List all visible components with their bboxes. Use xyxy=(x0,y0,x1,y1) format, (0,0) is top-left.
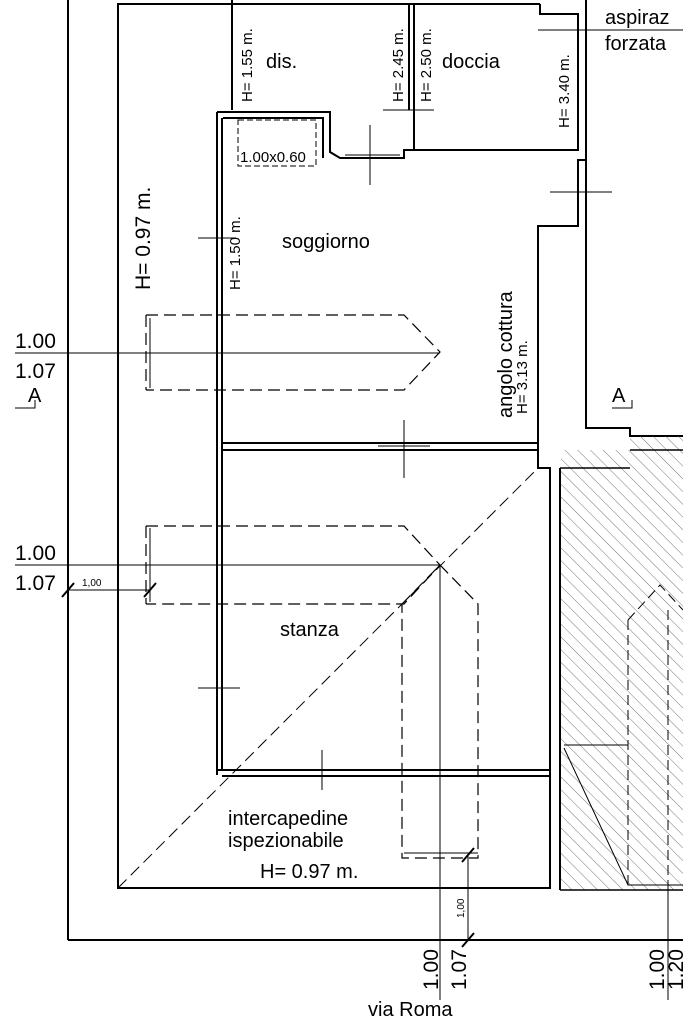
dim-left-bottom-b: 1.07 xyxy=(15,572,56,595)
street-label: via Roma xyxy=(368,999,453,1021)
room-label-angolo-cottura: angolo cottura xyxy=(495,290,517,418)
dim-left-bottom-a: 1.00 xyxy=(15,542,56,565)
hatched-internal-lines xyxy=(563,584,683,1000)
section-mark-left: A xyxy=(28,385,42,407)
dim-bottom-a: 1.00 xyxy=(420,949,443,990)
room-label-stanza: stanza xyxy=(280,619,340,641)
dim-bottom-small: 1,00 xyxy=(456,898,467,918)
dim-left-top-a: 1.00 xyxy=(15,330,56,353)
window-size-label: 1.00x0.60 xyxy=(240,149,306,166)
outer-perimeter xyxy=(67,0,683,941)
window-box xyxy=(237,119,317,167)
inner-walls xyxy=(117,0,683,890)
dim-left-bottom-small: 1,00 xyxy=(82,578,102,589)
room-label-intercapedine: intercapedine xyxy=(228,808,348,830)
height-intercapedine: H= 0.97 m. xyxy=(260,861,358,883)
room-label-dis: dis. xyxy=(266,51,297,73)
aspiration-label-2: forzata xyxy=(605,33,667,55)
height-dis-right: H= 2.45 m. xyxy=(390,28,407,102)
dim-left-top-b: 1.07 xyxy=(15,360,56,383)
height-doccia-right: H= 3.40 m. xyxy=(556,54,573,128)
aspiration-label-1: aspiraz xyxy=(605,7,669,29)
height-soggiorno: H= 1.50 m. xyxy=(227,216,244,290)
room-label-soggiorno: soggiorno xyxy=(282,231,370,253)
room-label-ispezionabile: ispezionabile xyxy=(228,830,344,852)
room-label-doccia: doccia xyxy=(442,51,501,73)
dim-bottom-b: 1.07 xyxy=(448,949,471,990)
dim-bottom-right-a: 1.00 xyxy=(646,949,669,990)
dimension-lines xyxy=(15,29,683,1000)
height-cottura: H= 3.13 m. xyxy=(514,340,531,414)
height-doccia-left: H= 2.50 m. xyxy=(418,28,435,102)
height-dis: H= 1.55 m. xyxy=(239,28,256,102)
height-left-wall: H= 0.97 m. xyxy=(132,187,155,290)
section-mark-right: A xyxy=(612,385,626,407)
dim-bottom-right-b: 1.20 xyxy=(665,949,683,990)
diagonal-line xyxy=(117,467,539,889)
hatched-area xyxy=(561,450,683,890)
